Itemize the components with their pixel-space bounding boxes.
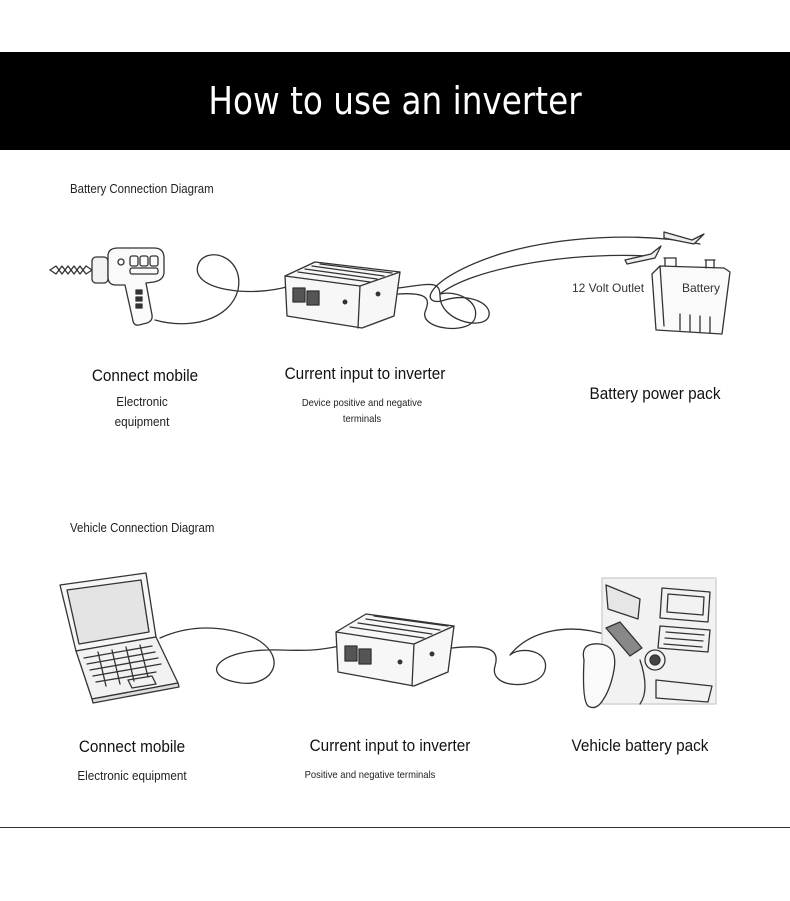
battery-icon xyxy=(651,257,731,335)
battery-inverter-label: Current input to inverter xyxy=(284,364,446,383)
outlet-label: 12 Volt Outlet xyxy=(572,281,645,295)
battery-inverter-sub-1: Device positive and negative xyxy=(301,397,423,409)
battery-device-label: Connect mobile xyxy=(91,366,199,385)
vehicle-inverter-sub: Positive and negative terminals xyxy=(304,769,436,781)
vehicle-section-heading: Vehicle Connection Diagram xyxy=(70,520,215,535)
vehicle-device-sub: Electronic equipment xyxy=(77,768,187,783)
vehicle-inverter-label: Current input to inverter xyxy=(309,736,471,755)
vehicle-source-label: Vehicle battery pack xyxy=(571,736,709,755)
battery-label: Battery xyxy=(682,281,720,295)
battery-section-heading: Battery Connection Diagram xyxy=(70,181,214,196)
page-title: How to use an inverter xyxy=(208,79,582,123)
title-banner: How to use an inverter xyxy=(0,52,790,150)
battery-inverter-sub-2: terminals xyxy=(342,413,382,425)
alligator-clip-icon xyxy=(624,231,705,265)
battery-source-label: Battery power pack xyxy=(589,384,721,403)
battery-device-sub-1: Electronic xyxy=(116,394,168,409)
drill-icon xyxy=(49,247,165,326)
inverter-icon xyxy=(284,261,401,329)
inverter-icon xyxy=(335,613,455,687)
cigarette-plug-icon xyxy=(582,621,643,709)
battery-device-sub-2: equipment xyxy=(114,414,170,429)
laptop-icon xyxy=(59,572,180,704)
vehicle-device-label: Connect mobile xyxy=(78,737,186,756)
bottom-divider xyxy=(0,827,790,828)
